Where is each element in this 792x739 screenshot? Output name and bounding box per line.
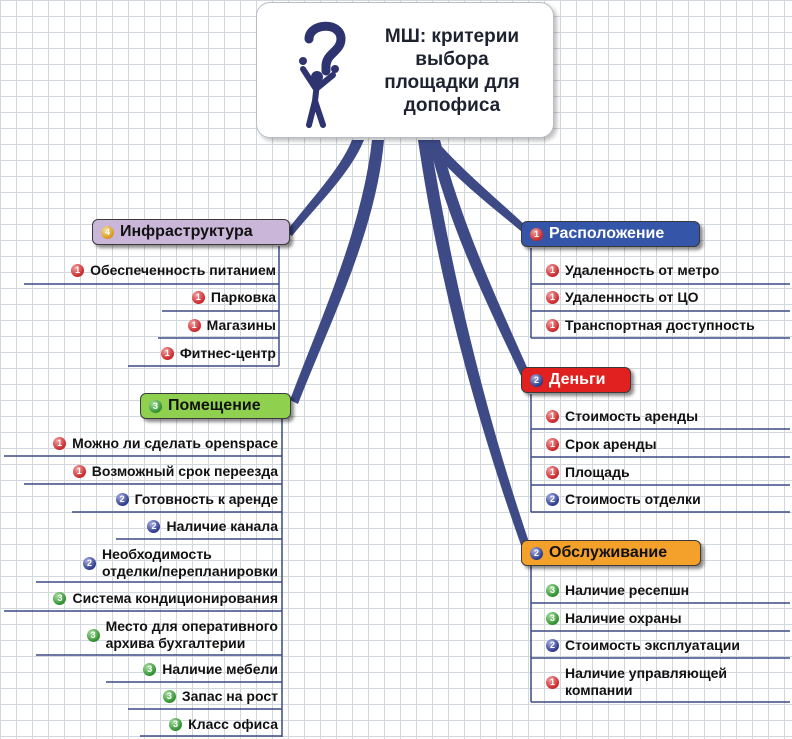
priority-1-icon: 1	[546, 291, 559, 304]
priority-3-icon: 3	[143, 663, 157, 676]
subtopic-label: Наличие ресепшн	[565, 582, 690, 598]
priority-1-icon: 1	[53, 437, 67, 450]
subtopic-service-3[interactable]: 2 Стоимость эксплуатации	[546, 637, 740, 654]
priority-1-icon: 1	[187, 319, 201, 332]
subtopic-label: Транспортная доступность	[565, 317, 755, 333]
priority-2-icon: 2	[546, 639, 559, 652]
priority-3-icon: 3	[86, 628, 100, 642]
subtopic-service-1[interactable]: 3 Наличие ресепшн	[546, 582, 689, 599]
priority-3-icon: 3	[546, 612, 559, 625]
subtopic-label: Парковка	[210, 289, 276, 305]
subtopic-room-4[interactable]: 2 Наличие канала	[147, 518, 278, 535]
subtopic-infrastructure-2[interactable]: 1 Парковка	[191, 289, 276, 306]
subtopic-service-4[interactable]: 1 Наличие управляющей компании	[546, 665, 727, 699]
topic-label: Инфраструктура	[120, 223, 253, 240]
question-juggler-icon	[299, 21, 346, 128]
subtopic-label: Удаленность от метро	[565, 262, 720, 278]
subtopic-money-1[interactable]: 1 Стоимость аренды	[546, 408, 698, 425]
subtopic-money-2[interactable]: 1 Срок аренды	[546, 436, 657, 453]
priority-1-icon: 1	[546, 410, 559, 423]
priority-1-icon: 1	[160, 347, 174, 360]
priority-2-icon: 2	[115, 493, 129, 506]
subtopic-room-7[interactable]: 3 Место для оперативного архива бухгалтер…	[86, 618, 278, 652]
priority-1-icon: 1	[530, 227, 543, 241]
topic-label: Расположение	[549, 225, 665, 242]
priority-2-icon: 2	[530, 546, 543, 560]
priority-1-icon: 1	[191, 291, 205, 304]
subtopic-label: Стоимость эксплуатации	[565, 637, 740, 653]
subtopic-location-2[interactable]: 1 Удаленность от ЦО	[546, 289, 698, 306]
subtopic-money-3[interactable]: 1 Площадь	[546, 464, 630, 481]
subtopic-location-3[interactable]: 1 Транспортная доступность	[546, 317, 755, 334]
subtopic-label: Удаленность от ЦО	[565, 289, 699, 305]
subtopic-infrastructure-3[interactable]: 1 Магазины	[187, 317, 276, 334]
subtopic-label: Магазины	[206, 317, 276, 333]
subtopic-label: Наличие управляющей компании	[565, 665, 728, 698]
priority-2-icon: 2	[147, 520, 161, 533]
topic-room[interactable]: 3 Помещение	[140, 393, 291, 419]
central-title: МШ: критерии выбора площадки для допофис…	[384, 26, 520, 116]
priority-2-icon: 2	[530, 373, 543, 387]
priority-3-icon: 3	[53, 592, 67, 605]
subtopic-label: Наличие канала	[166, 518, 278, 534]
subtopic-infrastructure-1[interactable]: 1 Обеспеченность питанием	[71, 262, 276, 279]
topic-location[interactable]: 1 Расположение	[521, 221, 700, 247]
subtopic-label: Готовность к аренде	[134, 491, 278, 507]
priority-1-icon: 1	[546, 438, 559, 451]
subtopic-label: Площадь	[565, 464, 630, 480]
subtopic-label: Место для оперативного архива бухгалтери…	[105, 618, 278, 651]
subtopic-room-9[interactable]: 3 Запас на рост	[162, 688, 278, 705]
subtopic-room-8[interactable]: 3 Наличие мебели	[143, 661, 278, 678]
subtopic-label: Наличие мебели	[162, 661, 278, 677]
subtopic-label: Возможный срок переезда	[91, 463, 278, 479]
priority-3-icon: 3	[162, 690, 176, 703]
subtopic-label: Можно ли сделать openspace	[72, 435, 278, 451]
subtopic-label: Стоимость аренды	[565, 408, 699, 424]
subtopic-infrastructure-4[interactable]: 1 Фитнес-центр	[160, 345, 276, 362]
topic-service[interactable]: 2 Обслуживание	[521, 540, 701, 566]
priority-4-icon: 4	[101, 225, 114, 239]
priority-2-icon: 2	[546, 493, 559, 506]
subtopic-label: Срок аренды	[565, 436, 657, 452]
topic-label: Обслуживание	[549, 544, 668, 561]
subtopic-room-3[interactable]: 2 Готовность к аренде	[115, 491, 278, 508]
topic-label: Деньги	[549, 371, 606, 388]
priority-1-icon: 1	[71, 264, 85, 277]
subtopic-label: Запас на рост	[181, 688, 278, 704]
topic-label: Помещение	[168, 397, 261, 414]
subtopic-room-6[interactable]: 3 Система кондиционирования	[53, 590, 278, 607]
subtopic-label: Стоимость отделки	[565, 491, 701, 507]
priority-1-icon: 1	[546, 319, 559, 332]
subtopic-room-10[interactable]: 3 Класс офиса	[169, 716, 278, 733]
priority-3-icon: 3	[546, 584, 559, 597]
subtopic-label: Фитнес-центр	[179, 345, 276, 361]
priority-3-icon: 3	[149, 399, 162, 413]
topic-money[interactable]: 2 Деньги	[521, 367, 631, 393]
subtopic-label: Наличие охраны	[565, 610, 682, 626]
subtopic-label: Класс офиса	[188, 716, 278, 732]
subtopic-room-5[interactable]: 2 Необходимость отделки/перепланировки	[82, 546, 278, 580]
subtopic-label: Обеспеченность питанием	[90, 262, 276, 278]
priority-1-icon: 1	[546, 675, 559, 689]
priority-1-icon: 1	[72, 465, 86, 478]
priority-1-icon: 1	[546, 264, 559, 277]
subtopic-room-1[interactable]: 1 Можно ли сделать openspace	[53, 435, 278, 452]
priority-1-icon: 1	[546, 466, 559, 479]
subtopic-label: Необходимость отделки/перепланировки	[101, 546, 278, 579]
central-topic[interactable]: МШ: критерии выбора площадки для допофис…	[256, 2, 554, 138]
subtopic-service-2[interactable]: 3 Наличие охраны	[546, 610, 682, 627]
subtopic-money-4[interactable]: 2 Стоимость отделки	[546, 491, 701, 508]
priority-3-icon: 3	[169, 718, 183, 731]
subtopic-label: Система кондиционирования	[72, 590, 278, 606]
subtopic-location-1[interactable]: 1 Удаленность от метро	[546, 262, 719, 279]
priority-2-icon: 2	[82, 556, 96, 570]
subtopic-room-2[interactable]: 1 Возможный срок переезда	[72, 463, 278, 480]
topic-infrastructure[interactable]: 4 Инфраструктура	[92, 219, 290, 245]
